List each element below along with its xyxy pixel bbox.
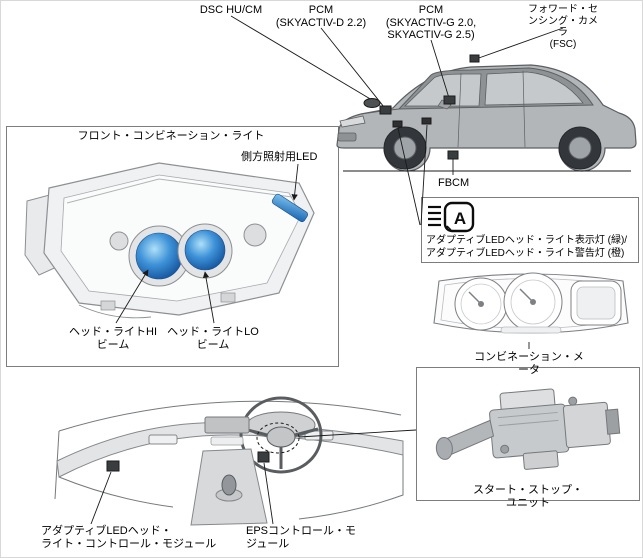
label-hi-beam: ヘッド・ライトHI ビーム xyxy=(69,326,157,351)
label-fbcm: FBCM xyxy=(438,177,470,189)
left-vent xyxy=(148,434,178,445)
stalk-right-block xyxy=(562,401,611,449)
windshield-line xyxy=(58,400,402,432)
stalk-switch-illustration xyxy=(435,388,621,470)
label-combination-meter: コンビネーション・メータ xyxy=(474,351,584,376)
meter-center-dial xyxy=(510,279,556,325)
headlight-detail xyxy=(109,231,129,251)
lo-beam-lens xyxy=(184,229,226,271)
side-led-strip xyxy=(271,193,309,223)
car-rear-rim xyxy=(568,136,592,160)
callout-pcm-skyactiv-d: PCM (SKYACTIV-D 2.2) xyxy=(275,4,367,29)
car-illustration xyxy=(336,64,637,172)
stalk-connector xyxy=(605,408,621,435)
stalk-rib xyxy=(498,419,559,427)
meter-center-hub xyxy=(530,299,536,305)
car-door-line xyxy=(522,70,526,148)
front-combination-light-box xyxy=(6,126,339,367)
headlight-tab xyxy=(220,292,236,303)
label-adaptive-led-module: アダプティブLEDヘッド・ ライト・コントロール・モジュール xyxy=(41,525,217,550)
meter-lower-window xyxy=(500,326,562,334)
callout-dsc-hu-cm: DSC HU/CM xyxy=(199,4,263,16)
callout-pcm-skyactiv-g: PCM (SKYACTIV-G 2.0, SKYACTIV-G 2.5) xyxy=(385,4,477,42)
stalk-bottom-tab xyxy=(522,450,559,470)
indicator-lamp-outline xyxy=(443,201,475,233)
meter-display xyxy=(576,286,616,320)
label-eps-module: EPSコントロール・モ ジュール xyxy=(246,525,357,550)
callout-fsc: フォワード・センシング・カメラ (FSC) xyxy=(528,4,598,50)
indicator-arrow xyxy=(446,225,452,231)
stalk-screw xyxy=(500,444,510,454)
meter-left-hub xyxy=(478,301,484,307)
label-start-stop-unit: スタート・ストップ・ユニット xyxy=(473,484,583,509)
car-door-line xyxy=(457,72,462,148)
hi-beam-lens xyxy=(135,232,183,280)
indicator-box xyxy=(421,197,639,263)
car-headlight-shape xyxy=(339,115,366,128)
dashboard-illustration xyxy=(54,396,404,526)
headlight-illustration xyxy=(24,162,315,319)
climate-panel xyxy=(210,436,244,446)
start-stop-unit-box xyxy=(416,367,640,501)
indicator-box-text: アダプティブLEDヘッド・ライト表示灯 (緑)/ アダプティブLEDヘッド・ライ… xyxy=(426,235,628,259)
adaptive-headlight-indicator-icon: A xyxy=(428,201,475,233)
combination-meter-illustration xyxy=(433,272,629,334)
meter-left-dial xyxy=(460,283,502,325)
headlight-detail xyxy=(243,223,267,247)
passenger-dash-line xyxy=(298,455,404,520)
center-display xyxy=(204,416,250,434)
lower-dash-line xyxy=(58,476,174,508)
stalk-screw xyxy=(568,396,578,406)
indicator-letter: A xyxy=(454,209,466,228)
stalk-rib xyxy=(497,411,558,419)
stalk-lever-tip xyxy=(435,436,453,460)
shifter-knob xyxy=(221,474,237,496)
car-side-window xyxy=(484,71,584,106)
headlight-tab xyxy=(100,300,116,311)
car-front-rim xyxy=(393,136,417,160)
headlight-trim-line xyxy=(66,178,293,204)
label-side-led: 側方照射用LED xyxy=(241,151,318,163)
label-lo-beam: ヘッド・ライトLO ビーム xyxy=(167,326,259,351)
car-grille xyxy=(337,132,357,142)
meter-center-needle xyxy=(519,288,534,303)
front-light-box-title: フロント・コンビネーション・ライト xyxy=(77,130,265,142)
wheel-hub xyxy=(266,426,296,448)
